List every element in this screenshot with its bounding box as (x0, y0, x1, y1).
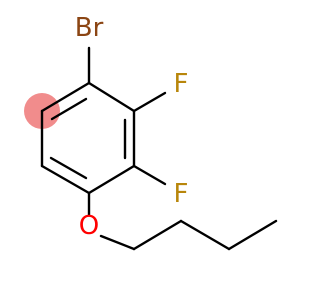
molecule-diagram: Br F F O (24, 13, 278, 251)
fluorine-label-bottom: F (174, 179, 189, 209)
bond-chain-3 (227, 219, 278, 251)
double-bond-inner-3 (49, 156, 88, 180)
bond-c3-c4 (87, 164, 136, 195)
oxygen-label: O (79, 211, 99, 241)
bond-c3-f (132, 164, 167, 186)
bond-o-c (99, 234, 136, 251)
bond-c6-c1 (40, 81, 91, 113)
bromine-label: Br (75, 13, 104, 43)
double-bond-inner-1 (50, 97, 88, 121)
bonds (40, 46, 278, 251)
structure-canvas: Br F F O (24, 13, 278, 251)
bond-chain-1 (132, 219, 183, 251)
bond-c2-f (132, 91, 167, 113)
bond-chain-2 (179, 219, 231, 251)
bond-c4-c5 (40, 164, 91, 195)
bond-c1-c2 (87, 81, 136, 113)
fluorine-label-top: F (174, 69, 189, 99)
